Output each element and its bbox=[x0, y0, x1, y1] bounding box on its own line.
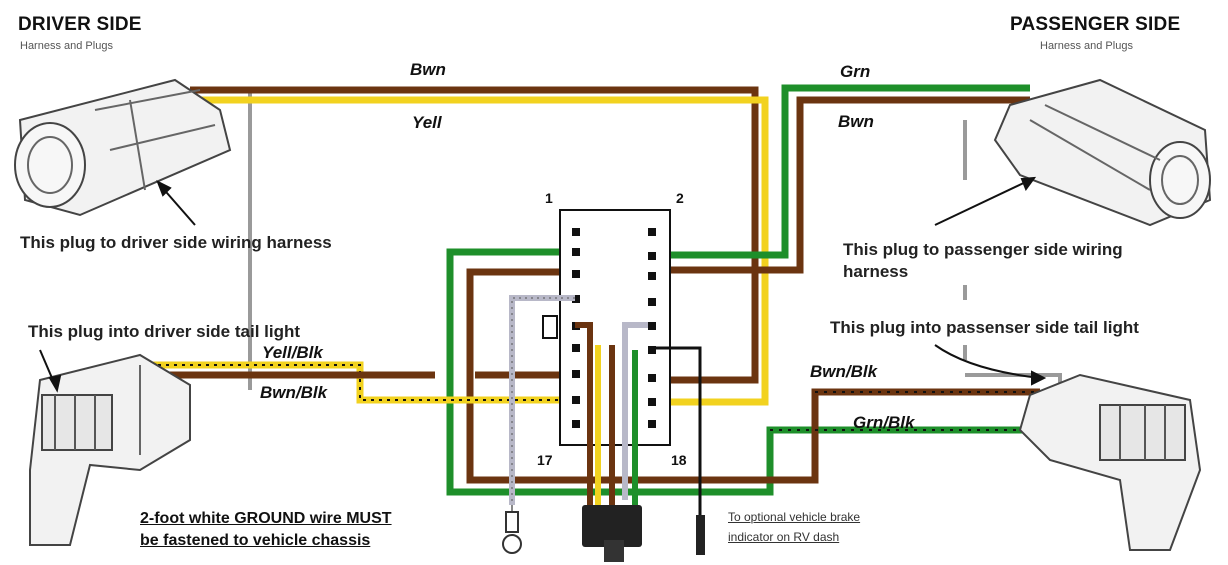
passenger-taillight-note: This plug into passenser side tail light bbox=[830, 318, 1139, 337]
wire-label-bwn-blk-right: Bwn/Blk bbox=[810, 362, 878, 381]
wire-label-yell-blk: Yell/Blk bbox=[262, 343, 323, 362]
passenger-harness-note-2: harness bbox=[843, 262, 909, 281]
driver-harness-plug-icon bbox=[14, 78, 232, 217]
pin-label-18: 18 bbox=[671, 452, 687, 468]
module-pins-right bbox=[648, 228, 656, 428]
ground-note-1: 2-foot white GROUND wire MUST bbox=[140, 510, 392, 527]
arrow-passenger-tail bbox=[934, 344, 1041, 379]
wire-label-yell: Yell bbox=[412, 113, 442, 132]
driver-title: DRIVER SIDE bbox=[18, 14, 142, 35]
optional-note-2: indicator on RV dash bbox=[728, 530, 840, 544]
passenger-taillight-plug-icon bbox=[1018, 373, 1202, 551]
yellow-top-wire bbox=[190, 96, 769, 406]
center-plug-icon bbox=[582, 505, 642, 547]
wire-label-bwn-top: Bwn bbox=[410, 60, 446, 79]
driver-subtitle: Harness and Plugs bbox=[20, 40, 113, 52]
arrow-passenger-harness bbox=[934, 179, 1031, 226]
optional-note-1: To optional vehicle brake bbox=[728, 510, 861, 524]
wire-label-bwn-right: Bwn bbox=[838, 112, 874, 131]
ground-ring-icon bbox=[502, 534, 522, 554]
green-top-wire bbox=[665, 84, 1030, 259]
passenger-title: PASSENGER SIDE bbox=[1010, 14, 1181, 35]
brown-top-wire bbox=[190, 86, 759, 384]
pin-label-1: 1 bbox=[545, 190, 553, 206]
wire-label-grn-blk: Grn/Blk bbox=[853, 413, 915, 432]
brown-right-wire bbox=[665, 96, 1030, 274]
pin-label-2: 2 bbox=[676, 190, 684, 206]
passenger-subtitle: Harness and Plugs bbox=[1040, 40, 1133, 52]
wire-label-grn: Grn bbox=[840, 62, 871, 81]
pin-label-17: 17 bbox=[537, 452, 553, 468]
ground-wire bbox=[509, 295, 575, 505]
passenger-harness-note-1: This plug to passenger side wiring bbox=[843, 240, 1123, 259]
ground-note-2: be fastened to vehicle chassis bbox=[140, 532, 371, 549]
wire-label-bwn-blk-left: Bwn/Blk bbox=[260, 383, 328, 402]
driver-harness-note: This plug to driver side wiring harness bbox=[20, 233, 332, 252]
driver-taillight-plug-icon bbox=[29, 353, 191, 546]
brake-indicator-wire bbox=[652, 346, 702, 515]
driver-taillight-note: This plug into driver side tail light bbox=[28, 322, 301, 341]
passenger-harness-plug-icon bbox=[993, 78, 1212, 227]
